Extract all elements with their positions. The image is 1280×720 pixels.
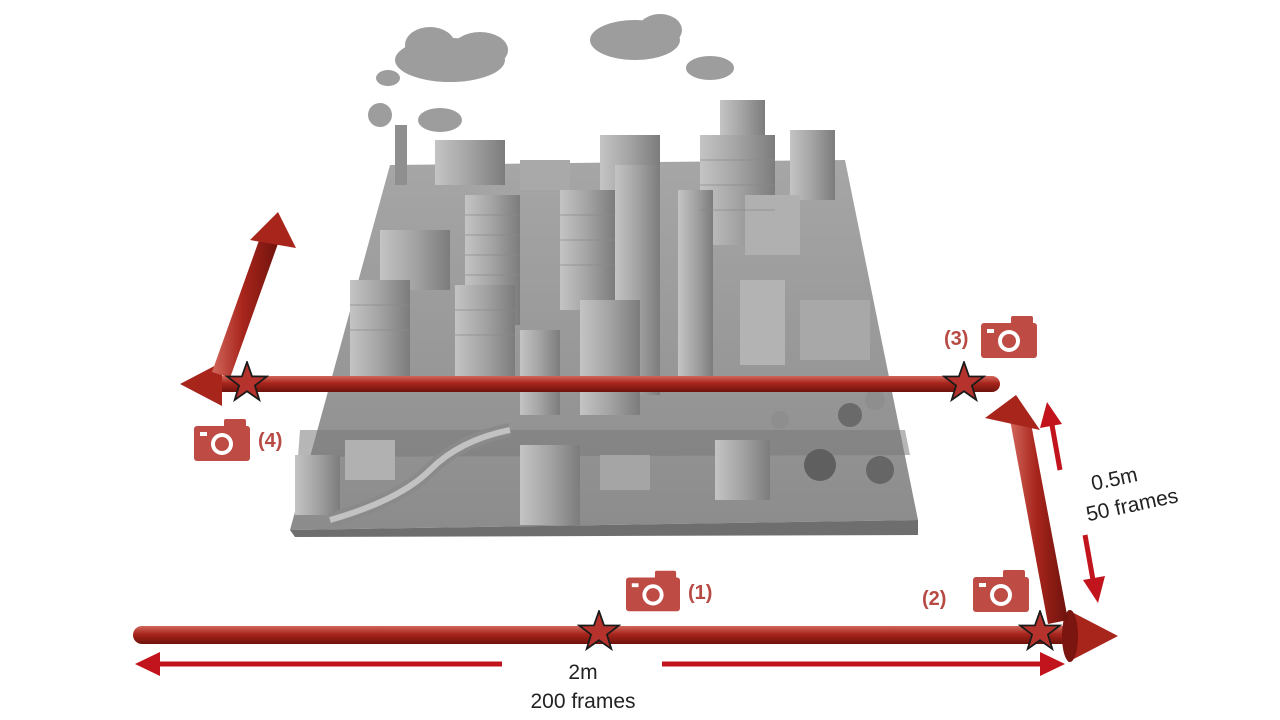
camera-4: (4) <box>194 419 282 461</box>
rod-vertical <box>1010 418 1068 624</box>
measure-arrow-right <box>1040 652 1065 676</box>
camera-3: (3) <box>944 316 1037 358</box>
camera-2: (2) <box>922 570 1029 612</box>
camera-icon <box>194 419 250 461</box>
camera-label-2: (2) <box>922 588 946 610</box>
horizontal-distance: 2m <box>568 661 597 684</box>
measure-arrow-left <box>135 652 160 676</box>
rod-top <box>205 376 1000 392</box>
camera-label-3: (3) <box>944 328 968 350</box>
star-marker-3 <box>943 361 985 401</box>
arrowhead-right <box>1068 610 1118 662</box>
rod-diagonal <box>212 232 280 378</box>
city-model <box>290 14 918 537</box>
arrowhead-diagonal <box>250 212 296 248</box>
horizontal-frames: 200 frames <box>530 690 635 713</box>
horizontal-measurement: 2m 200 frames <box>135 652 1065 713</box>
vertical-measurement: 0.5m 50 frames <box>1040 402 1180 603</box>
camera-icon <box>626 570 680 612</box>
camera-icon <box>981 316 1037 358</box>
vertical-distance: 0.5m <box>1089 463 1139 495</box>
measure-arrow-down <box>1083 576 1105 603</box>
camera-icon <box>973 570 1029 612</box>
measure-arrow-up <box>1040 402 1062 428</box>
camera-label-4: (4) <box>258 430 282 452</box>
camera-label-1: (1) <box>688 582 712 604</box>
arrowhead-left <box>180 362 222 406</box>
camera-1: (1) <box>626 570 712 612</box>
arrowhead-up <box>985 395 1040 430</box>
